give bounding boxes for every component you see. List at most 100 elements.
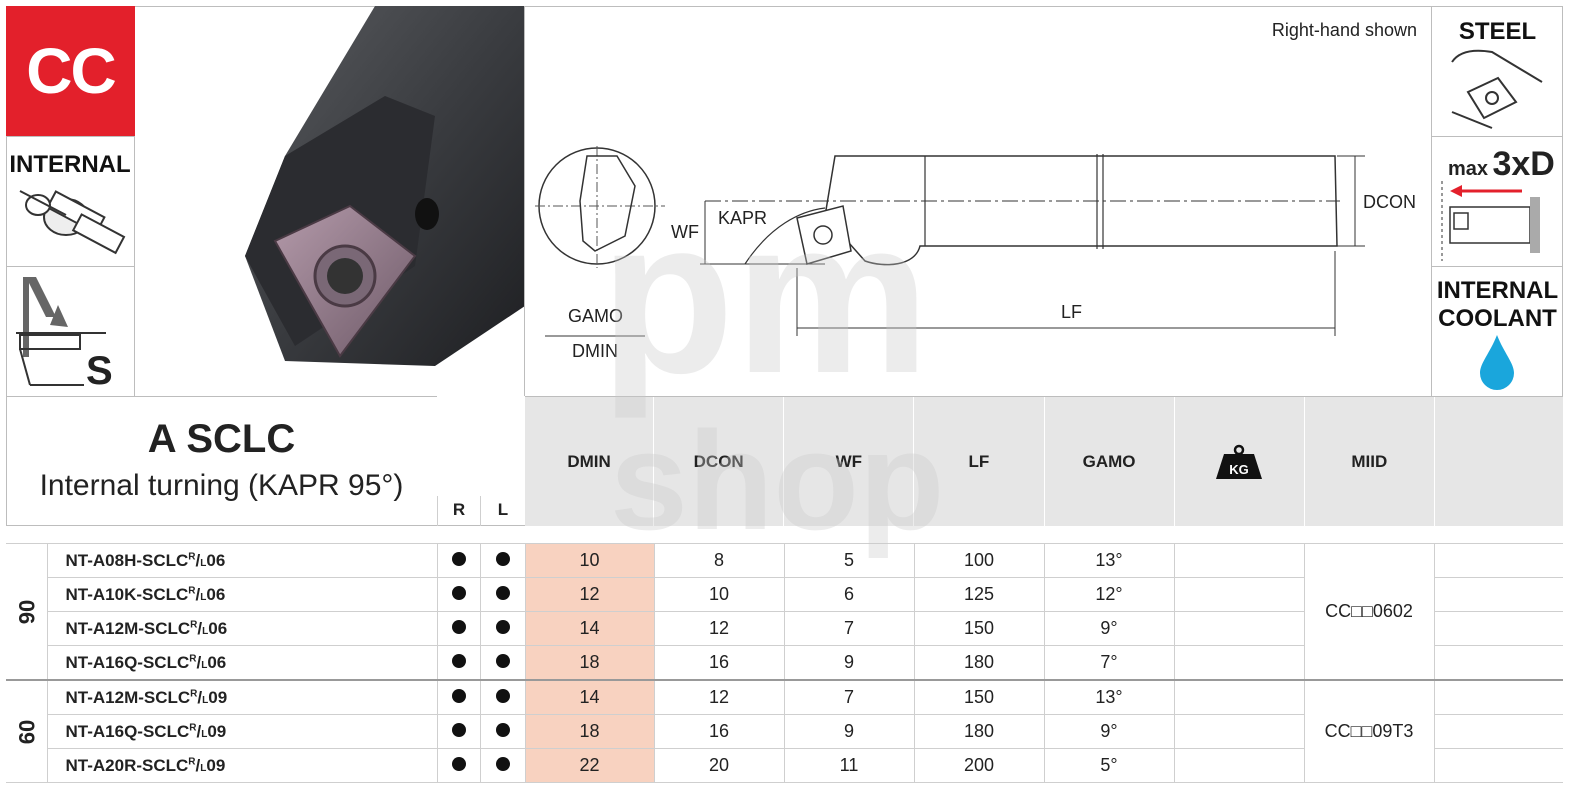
cell-wf: 7	[783, 679, 914, 715]
left-hand-available-icon	[495, 757, 510, 771]
item-code-hand-r: R	[189, 721, 197, 733]
item-code-suffix: 09	[208, 687, 228, 707]
coolant-label-2: COOLANT	[1438, 305, 1557, 332]
item-code-base: NT-A16Q-SCLC	[65, 652, 190, 672]
col-header-dmin: DMIN	[525, 397, 655, 526]
steel-label: STEEL	[1458, 18, 1537, 45]
label-kapr: KAPR	[718, 208, 768, 228]
product-photo	[135, 6, 525, 396]
item-code-base: NT-A10K-SCLC	[65, 584, 189, 604]
right-hand-available-icon	[451, 552, 466, 566]
right-hand-cell	[436, 714, 480, 749]
cell-gamo: 7°	[1043, 645, 1174, 680]
depth-icon-cell: max 3xD	[1432, 136, 1563, 266]
cell-lf: 125	[913, 577, 1044, 612]
item-code: NT-A16Q-SCLCR/L06	[47, 645, 437, 680]
shape-icon-cell: S	[6, 266, 135, 396]
product-code: A SCLC	[147, 417, 296, 461]
left-hand-cell	[479, 577, 525, 612]
right-hand-cell	[436, 577, 480, 612]
cell-dcon: 20	[653, 748, 784, 783]
hand-header-r: R	[437, 496, 480, 526]
label-gamo: GAMO	[568, 306, 624, 326]
item-code-slash: /	[195, 584, 201, 604]
right-hand-available-icon	[451, 620, 466, 634]
right-hand-available-icon	[451, 723, 466, 737]
cell-wf: 11	[783, 748, 914, 783]
cell-blank	[1433, 679, 1563, 715]
left-hand-available-icon	[495, 552, 510, 566]
item-code-hand-l: L	[201, 659, 208, 671]
depth-prefix: max	[1448, 158, 1489, 180]
label-wf: WF	[671, 222, 699, 242]
coolant-drop-icon	[1480, 335, 1514, 390]
cell-lf: 180	[913, 645, 1044, 680]
right-hand-cell	[436, 543, 480, 578]
cell-wf: 9	[783, 714, 914, 749]
depth-label: max 3xD	[1448, 145, 1555, 184]
cell-blank	[1433, 714, 1563, 749]
cell-blank	[1433, 543, 1563, 578]
cell-dcon: 12	[653, 611, 784, 646]
item-code-hand-r: R	[190, 687, 198, 699]
left-hand-available-icon	[495, 586, 510, 600]
internal-boring-icon	[19, 190, 126, 255]
item-code-slash: /	[196, 721, 202, 741]
right-hand-available-icon	[451, 586, 466, 600]
item-code-hand-r: R	[189, 652, 197, 664]
col-header-lf: LF	[914, 397, 1045, 526]
item-code-base: NT-A20R-SCLC	[65, 755, 189, 775]
cell-blank	[1433, 645, 1563, 680]
col-header-dcon: DCON	[654, 397, 785, 526]
item-code-base: NT-A16Q-SCLC	[65, 721, 190, 741]
left-hand-available-icon	[495, 620, 510, 634]
cell-weight	[1173, 714, 1304, 749]
cell-gamo: 12°	[1043, 577, 1174, 612]
item-code-hand-l: L	[200, 557, 207, 569]
col-header-wf: WF	[784, 397, 915, 526]
table-bottom-border	[6, 782, 1563, 783]
cell-wf: 6	[783, 577, 914, 612]
item-code-hand-r: R	[188, 584, 196, 596]
shape-letter: S	[86, 349, 113, 393]
item-code-suffix: 06	[206, 584, 226, 604]
cell-weight	[1173, 543, 1304, 578]
cell-weight	[1173, 577, 1304, 612]
cell-dmin: 10	[524, 543, 654, 578]
cell-gamo: 9°	[1043, 611, 1174, 646]
cell-gamo: 13°	[1043, 679, 1174, 715]
depth-arrow-icon	[1441, 181, 1540, 261]
right-hand-cell	[436, 645, 480, 680]
col-header-weight: KG	[1174, 397, 1305, 526]
item-code-suffix: 06	[206, 550, 226, 570]
boring-bar-photo	[245, 6, 524, 366]
item-code-suffix: 09	[207, 721, 227, 741]
item-code-hand-l: L	[202, 625, 209, 637]
item-code-slash: /	[195, 755, 201, 775]
insert-size-group: 06	[14, 599, 40, 624]
cell-lf: 150	[913, 611, 1044, 646]
drawing-lines	[535, 146, 1365, 337]
cell-weight	[1173, 611, 1304, 646]
cell-dmin: 18	[524, 645, 654, 680]
item-code: NT-A12M-SCLCR/L06	[47, 611, 437, 646]
left-hand-available-icon	[495, 689, 510, 703]
item-code: NT-A08H-SCLCR/L06	[47, 543, 437, 578]
cell-miid: CC□□09T3	[1303, 679, 1434, 783]
weight-icon-text: KG	[1229, 462, 1249, 477]
cell-gamo: 9°	[1043, 714, 1174, 749]
item-code-hand-r: R	[188, 550, 196, 562]
col-header-miid: MIID	[1304, 397, 1435, 526]
insert-shape-icon	[16, 277, 106, 386]
cell-gamo: 5°	[1043, 748, 1174, 783]
item-code: NT-A20R-SCLCR/L09	[47, 748, 437, 783]
cell-dcon: 10	[653, 577, 784, 612]
cell-dmin: 18	[524, 714, 654, 749]
cell-gamo: 13°	[1043, 543, 1174, 578]
label-dmin: DMIN	[572, 341, 618, 361]
label-dcon: DCON	[1363, 192, 1416, 212]
